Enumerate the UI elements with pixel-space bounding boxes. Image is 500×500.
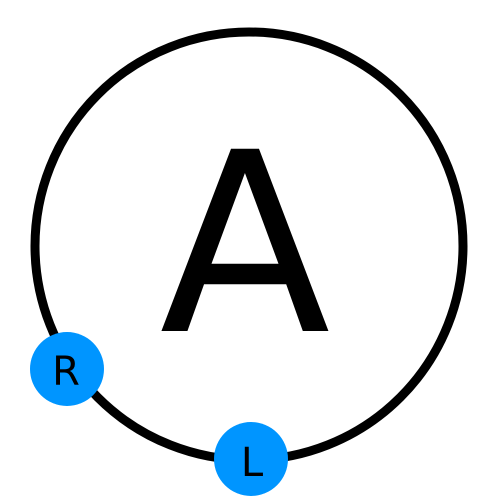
badge-l[interactable]: L — [214, 422, 288, 496]
badge-r[interactable]: R — [30, 332, 104, 406]
badge-l-circle — [214, 422, 288, 496]
badge-l-label: L — [241, 440, 264, 486]
badge-r-circle — [30, 332, 104, 406]
badge-r-label: R — [52, 349, 80, 395]
center-letter: A — [159, 99, 330, 390]
